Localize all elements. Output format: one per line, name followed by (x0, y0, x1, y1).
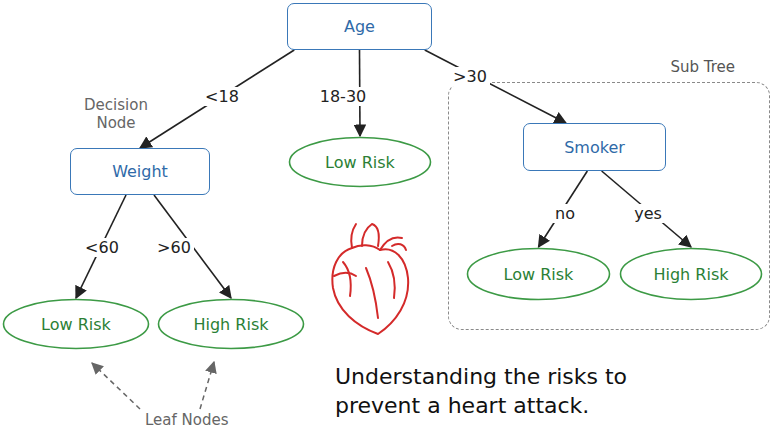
tree-connector (539, 171, 588, 247)
node-label: Smoker (564, 138, 625, 157)
node-label: Low Risk (41, 315, 111, 334)
node-label: Low Risk (325, 153, 395, 172)
leaf-ellipse: High Risk (619, 247, 763, 301)
node-label: Weight (112, 162, 168, 181)
decision-box: Smoker (523, 123, 666, 171)
heart-detail (334, 273, 356, 276)
leader-line (92, 363, 140, 409)
heart-outline (332, 245, 408, 334)
ellipse-shape (159, 300, 304, 349)
branch-label: <60 (82, 238, 122, 257)
node-label: Age (344, 17, 375, 36)
branch-label: >30 (450, 67, 490, 86)
leaf-ellipse: High Risk (157, 298, 305, 350)
leaf-ellipse: Low Risk (288, 136, 432, 188)
ellipse-shape (621, 249, 762, 300)
subtree-group: Sub TreeSmokerLow RiskHigh Risk (448, 82, 770, 330)
leaf-ellipse: Low Risk (2, 298, 150, 350)
annotation-label: Decision Node (80, 96, 152, 132)
tree-connector (602, 171, 691, 247)
branch-label: <18 (202, 87, 242, 106)
group-heading: Sub Tree (670, 58, 735, 76)
node-label: High Risk (653, 265, 728, 284)
tree-connector (140, 50, 294, 148)
tree-connector (154, 195, 231, 298)
tree-connector (76, 195, 126, 298)
decision-box: Age (287, 3, 432, 50)
heart-vessel (351, 224, 379, 248)
branch-label: yes (631, 204, 665, 223)
decision-box: Weight (70, 148, 210, 195)
node-label: Low Risk (504, 265, 574, 284)
leader-line (200, 362, 214, 409)
ellipse-shape (468, 249, 610, 300)
tree-connector (425, 50, 566, 123)
ellipse-shape (290, 138, 431, 187)
leaf-ellipse: Low Risk (466, 247, 611, 301)
ellipse-shape (4, 300, 149, 349)
heart-illustration (332, 224, 408, 334)
heart-vessel (380, 238, 406, 251)
node-label: High Risk (193, 315, 268, 334)
heart-detail (343, 262, 395, 318)
annotation-label: Leaf Nodes (145, 411, 229, 429)
branch-label: no (552, 204, 578, 223)
caption-text: Understanding the risks to prevent a hea… (335, 362, 705, 420)
branch-label: >60 (154, 238, 194, 257)
branch-label: 18-30 (317, 87, 370, 106)
